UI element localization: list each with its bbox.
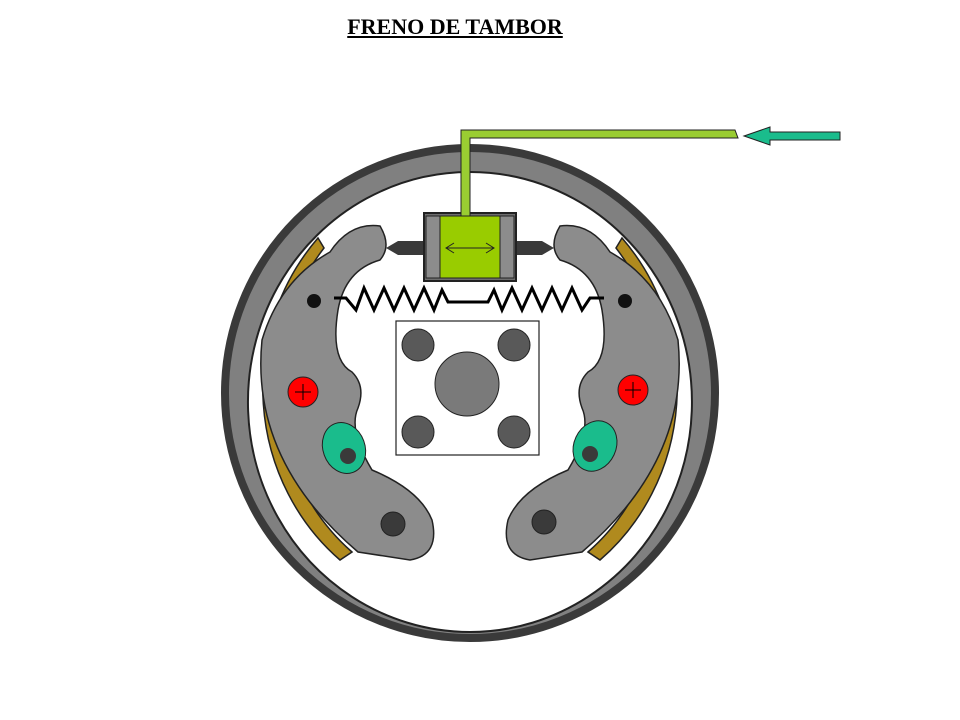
left-pivot-pin (287, 376, 319, 408)
left-shoe-anchor (380, 511, 406, 537)
left-piston (425, 215, 441, 279)
hub-bolt (497, 328, 531, 362)
page-title: FRENO DE TAMBOR (347, 14, 563, 39)
hub-bolt (401, 415, 435, 449)
cylinder-fluid (439, 215, 501, 279)
right-pivot-pin (617, 374, 649, 406)
hub-bolt (497, 415, 531, 449)
right-piston (499, 215, 515, 279)
hub-center (434, 351, 500, 417)
expansion-arrow-left-head (445, 242, 455, 254)
hub-bolt (401, 328, 435, 362)
right-adjuster-cam (572, 420, 618, 472)
left-spring-anchor (307, 294, 321, 308)
return-spring (334, 284, 604, 314)
flow-arrow-icon (742, 126, 841, 146)
right-shoe-anchor (531, 509, 557, 535)
left-piston-rod (386, 241, 426, 255)
left-adjuster-cam (321, 422, 367, 474)
right-spring-anchor (618, 294, 632, 308)
brake-fluid-line (460, 129, 739, 217)
expansion-arrow-right-head (485, 242, 495, 254)
right-piston-rod (514, 241, 554, 255)
